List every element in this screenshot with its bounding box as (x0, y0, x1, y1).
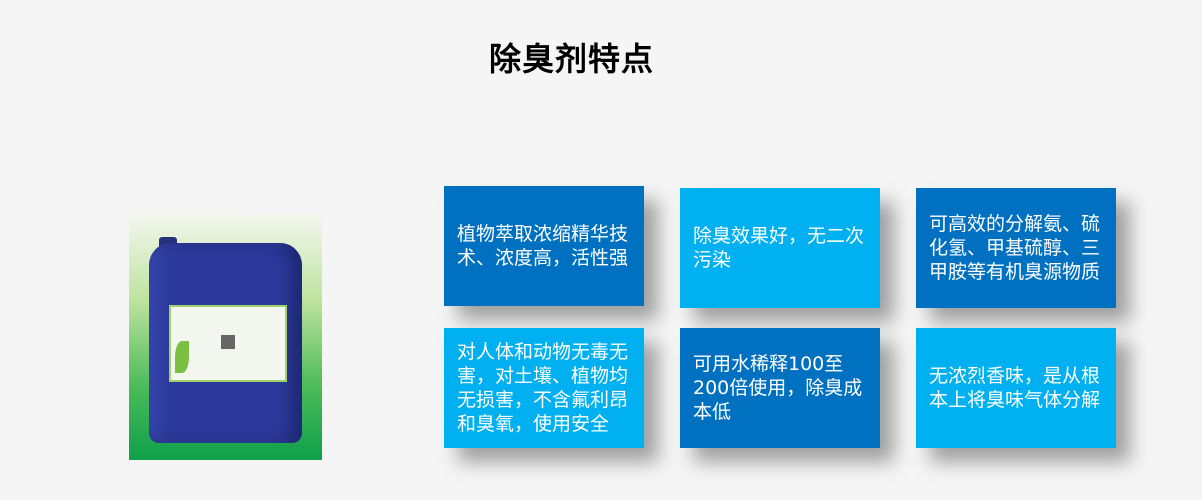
product-image (129, 213, 322, 460)
feature-text: 无浓烈香味，是从根本上将臭味气体分解 (929, 365, 1101, 411)
page-title: 除臭剂特点 (488, 40, 654, 78)
feature-card: 可高效的分解氨、硫化氢、甲基硫醇、三甲胺等有机臭源物质 (916, 188, 1116, 308)
feature-card: 植物萃取浓缩精华技术、浓度高，活性强 (444, 186, 644, 306)
feature-text: 可用水稀释100至200倍使用，除臭成本低 (693, 353, 863, 423)
feature-card: 可用水稀释100至200倍使用，除臭成本低 (680, 328, 880, 448)
feature-text: 除臭效果好，无二次污染 (693, 225, 865, 271)
feature-text: 可高效的分解氨、硫化氢、甲基硫醇、三甲胺等有机臭源物质 (929, 213, 1101, 283)
product-label (169, 305, 287, 382)
feature-card: 对人体和动物无毒无害，对土壤、植物均无损害，不含氟利昂和臭氧，使用安全 (444, 328, 644, 448)
leaf-icon (175, 341, 189, 373)
feature-text: 植物萃取浓缩精华技术、浓度高，活性强 (457, 223, 629, 269)
qr-code-icon (221, 335, 235, 349)
feature-text: 对人体和动物无毒无害，对土壤、植物均无损害，不含氟利昂和臭氧，使用安全 (457, 341, 629, 435)
feature-card: 除臭效果好，无二次污染 (680, 188, 880, 308)
deodorant-jug (149, 243, 302, 443)
feature-card: 无浓烈香味，是从根本上将臭味气体分解 (916, 328, 1116, 448)
